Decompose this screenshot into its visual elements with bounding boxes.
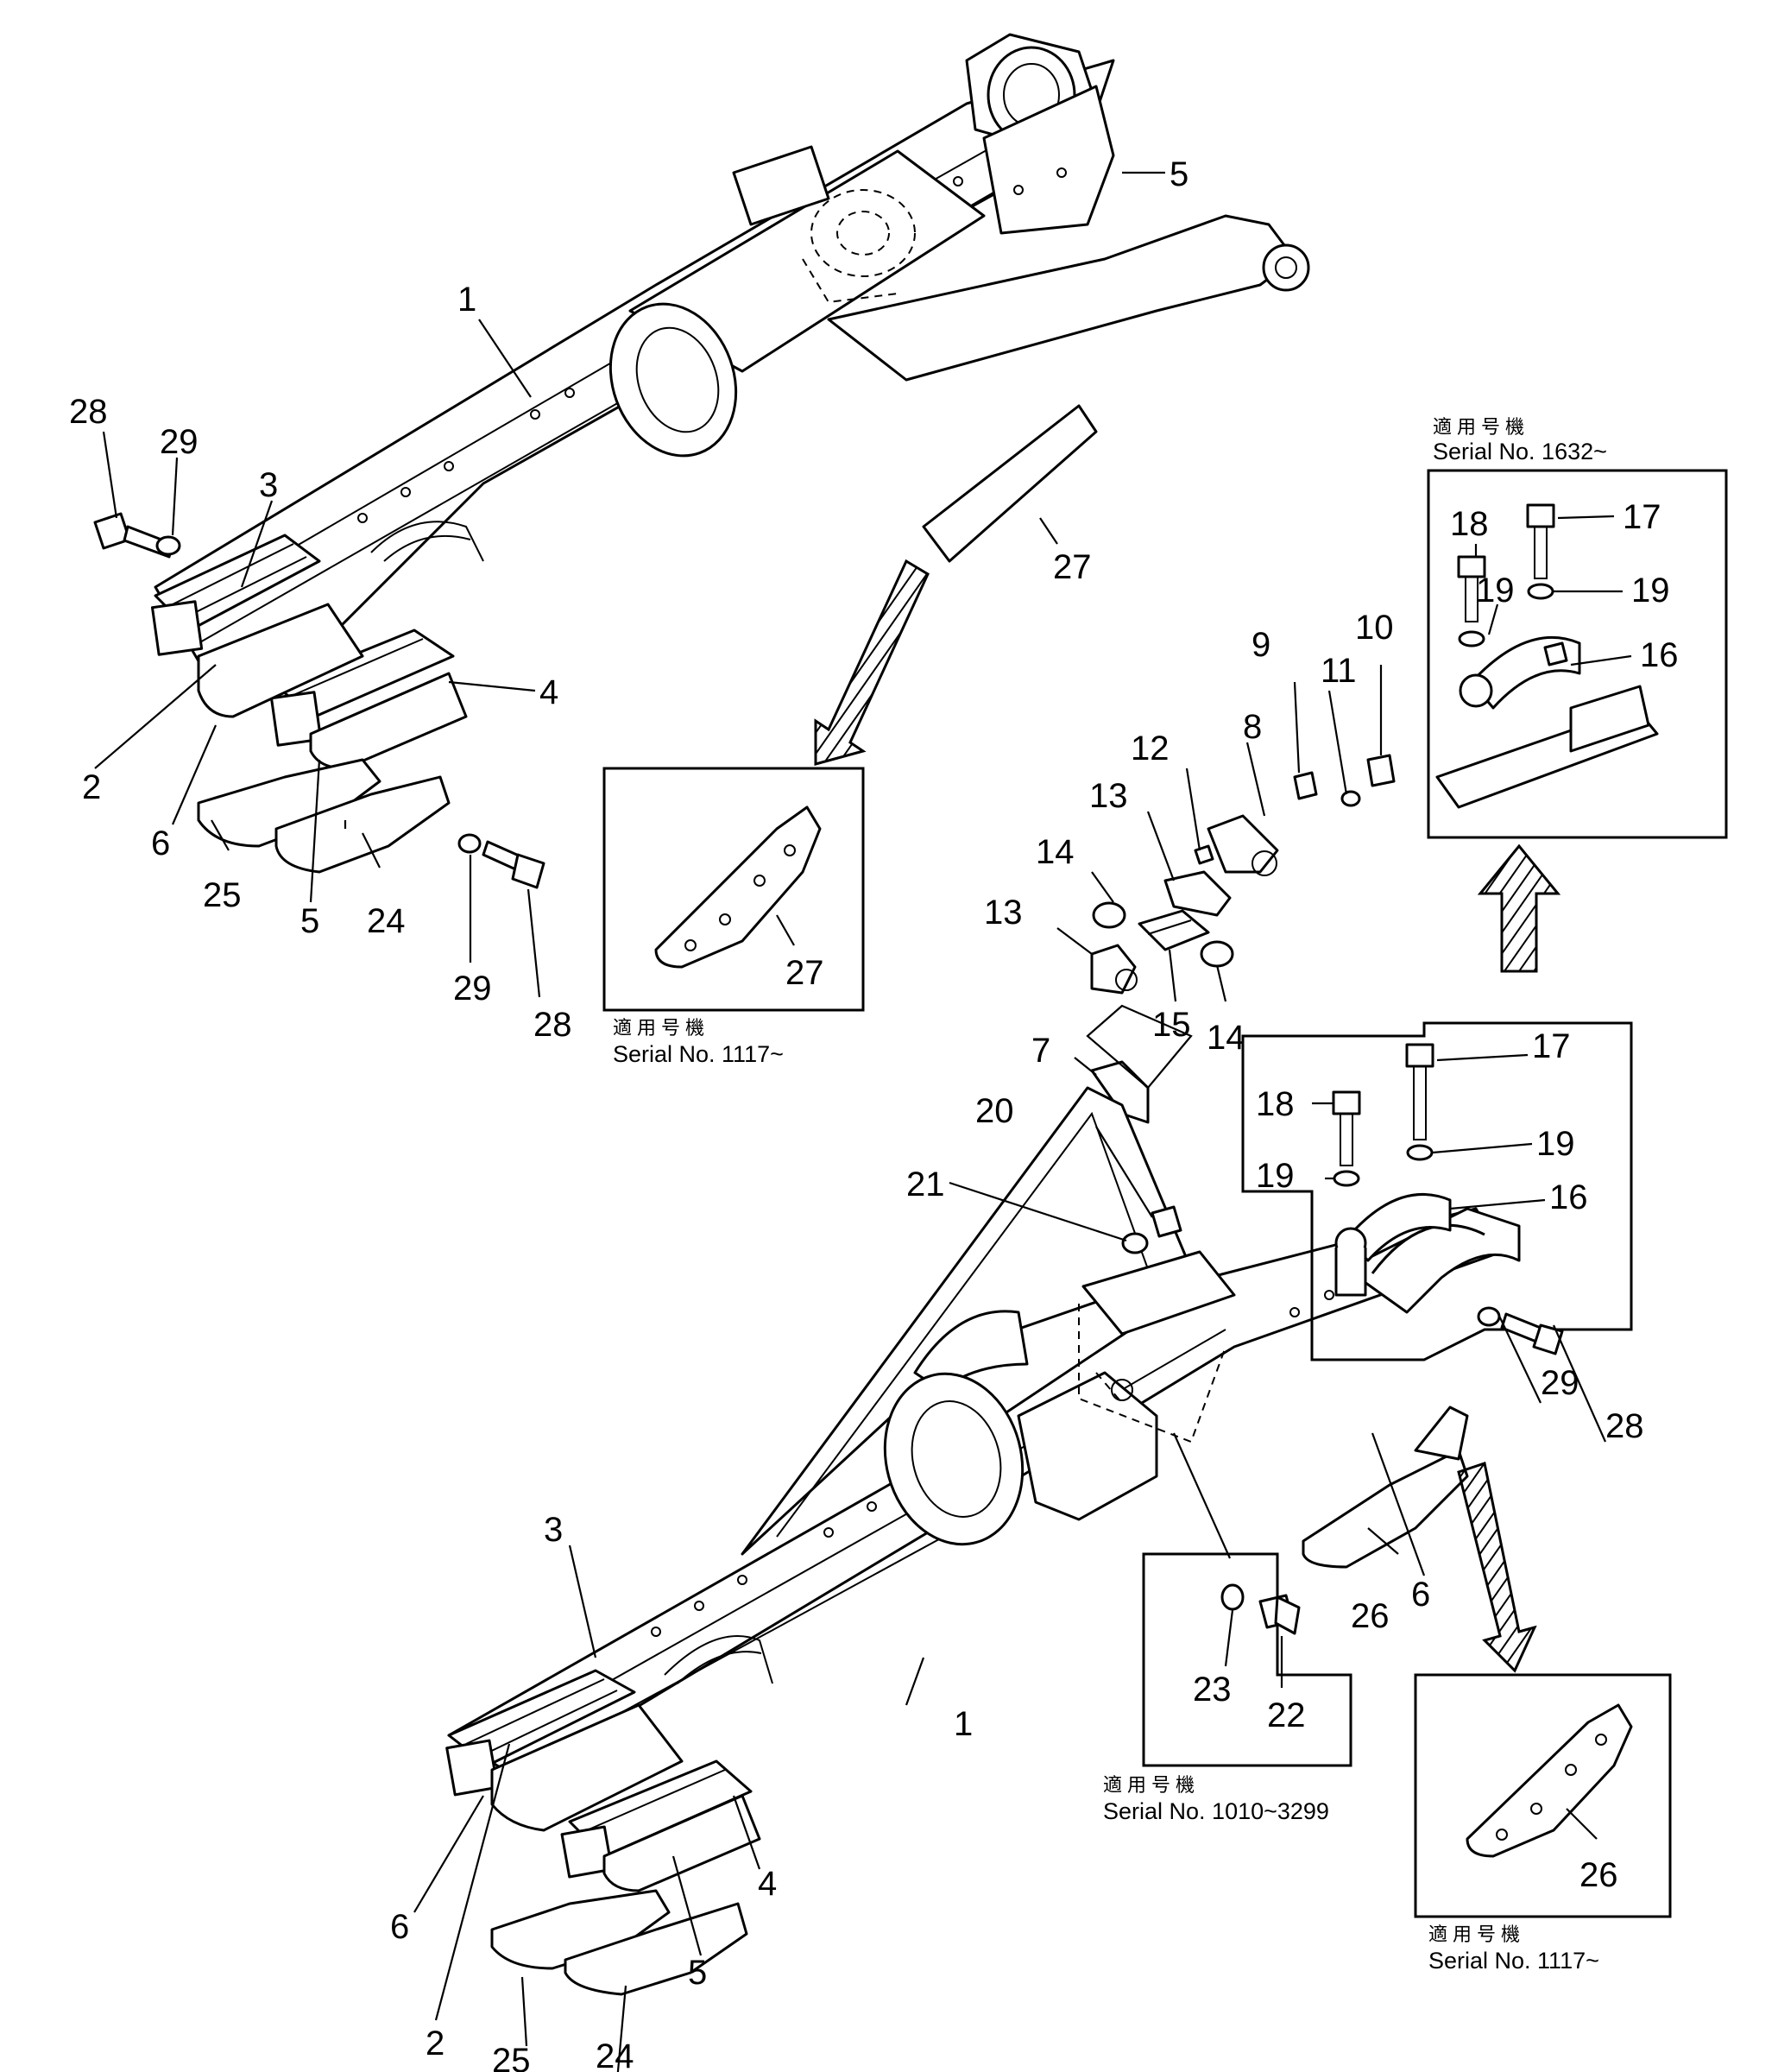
callout-17-inset: 17 — [1623, 498, 1661, 536]
callout-18-lower: 18 — [1256, 1085, 1295, 1123]
inset-27: 27 — [602, 767, 865, 1012]
callout-25-lower: 25 — [492, 2042, 531, 2072]
upper-left-washer — [155, 535, 181, 556]
callout-15: 15 — [1152, 1006, 1191, 1044]
callout-4-lower: 4 — [758, 1865, 777, 1903]
callout-21: 21 — [906, 1166, 945, 1203]
callout-17-lower: 17 — [1532, 1027, 1571, 1065]
callout-1-upper: 1 — [457, 281, 476, 319]
callout-29-lower: 29 — [1541, 1364, 1579, 1402]
callout-5-upper: 5 — [1170, 155, 1188, 193]
arrow-to-inset-26 — [1457, 1462, 1537, 1673]
plug-20 — [1151, 1205, 1182, 1238]
callout-19-lower-left: 19 — [1256, 1157, 1295, 1195]
arrow-to-inset-27 — [814, 559, 930, 766]
callout-19-inset-right: 19 — [1631, 572, 1670, 610]
callout-14-lower: 14 — [1207, 1019, 1245, 1057]
small-parts-cluster — [1090, 754, 1396, 1124]
caption-serial-1632-ja: 適用号機 — [1433, 417, 1529, 439]
callout-14-upper: 14 — [1036, 833, 1075, 871]
caption-serial-1010: Serial No. 1010~3299 — [1103, 1798, 1329, 1824]
upper-guard-24 — [274, 775, 451, 874]
upper-lower-washer — [457, 833, 482, 854]
upper-track-frame — [150, 33, 1310, 770]
callout-29-upper-right: 29 — [453, 970, 492, 1008]
callout-6-upper: 6 — [151, 824, 170, 862]
lower-guard-24 — [564, 1902, 748, 1996]
lower-track-frame — [445, 1086, 1521, 1892]
callout-12: 12 — [1131, 730, 1170, 768]
caption-serial-1117b-ja: 適用号機 — [1428, 1924, 1525, 1946]
callout-7: 7 — [1031, 1032, 1050, 1070]
upper-lower-bolt — [482, 840, 545, 889]
inset-26: 26 — [1414, 1673, 1672, 1918]
upper-guard-25 — [197, 758, 381, 848]
callout-27-inset: 27 — [785, 954, 824, 992]
callout-24-lower: 24 — [596, 2037, 634, 2072]
callout-28-upper-right: 28 — [533, 1006, 572, 1044]
callout-6-lower-right: 6 — [1411, 1576, 1430, 1614]
callout-27-upper: 27 — [1053, 548, 1092, 586]
lower-guard-25 — [490, 1889, 671, 1970]
callout-19-inset-left: 19 — [1476, 572, 1515, 610]
callout-5-upper-lower: 5 — [300, 902, 319, 940]
callout-29-upper-left: 29 — [160, 423, 199, 461]
caption-serial-1632: Serial No. 1632~ — [1433, 439, 1607, 464]
callout-9: 9 — [1252, 626, 1270, 664]
callout-5-lower: 5 — [688, 1954, 707, 1992]
caption-serial-1010-ja: 適用号機 — [1103, 1775, 1200, 1797]
plug-22 — [1258, 1594, 1301, 1635]
callout-23: 23 — [1193, 1671, 1232, 1709]
callout-2-upper: 2 — [82, 768, 101, 806]
arrow-up-to-inset-1632 — [1477, 843, 1561, 973]
callout-8: 8 — [1243, 708, 1262, 746]
callout-24-upper: 24 — [367, 902, 406, 940]
caption-serial-1117b: Serial No. 1117~ — [1428, 1948, 1599, 1974]
lower-detail-outline — [1241, 1021, 1633, 1361]
callout-6-lower-left: 6 — [390, 1908, 409, 1946]
callout-16-inset: 16 — [1640, 636, 1679, 674]
o-ring-21 — [1121, 1232, 1149, 1254]
callout-25-upper: 25 — [203, 876, 242, 914]
lower-bolt-28 — [1500, 1312, 1564, 1355]
lower-washer-29 — [1477, 1306, 1501, 1327]
callout-28-upper-left: 28 — [69, 393, 108, 431]
callout-19-lower-right: 19 — [1536, 1125, 1575, 1163]
callout-3-upper: 3 — [259, 466, 278, 504]
callout-2-lower: 2 — [426, 2025, 444, 2063]
callout-10: 10 — [1355, 609, 1394, 647]
callout-13-lower: 13 — [984, 894, 1023, 932]
inset-serial-1010-3299 — [1142, 1552, 1352, 1767]
callout-18-inset: 18 — [1450, 505, 1489, 543]
callout-20: 20 — [975, 1092, 1014, 1130]
callout-13-upper: 13 — [1089, 777, 1128, 815]
callout-11: 11 — [1321, 652, 1357, 690]
caption-serial-1117a: Serial No. 1117~ — [613, 1041, 784, 1067]
caption-serial-1117a-ja: 適用号機 — [613, 1018, 709, 1039]
lower-frame-drum — [883, 1372, 1025, 1546]
lower-guard-26 — [1302, 1449, 1469, 1569]
callout-28-lower: 28 — [1605, 1407, 1644, 1445]
callout-22: 22 — [1267, 1696, 1306, 1734]
o-ring-23 — [1220, 1583, 1245, 1611]
callout-3-lower: 3 — [544, 1511, 563, 1549]
inset-serial-1632 — [1427, 469, 1728, 839]
callout-16-lower: 16 — [1549, 1178, 1588, 1216]
callout-4-upper: 4 — [539, 673, 558, 711]
callout-26-lower: 26 — [1351, 1597, 1390, 1635]
callout-1-lower: 1 — [954, 1705, 973, 1743]
callout-26-inset: 26 — [1579, 1856, 1618, 1894]
